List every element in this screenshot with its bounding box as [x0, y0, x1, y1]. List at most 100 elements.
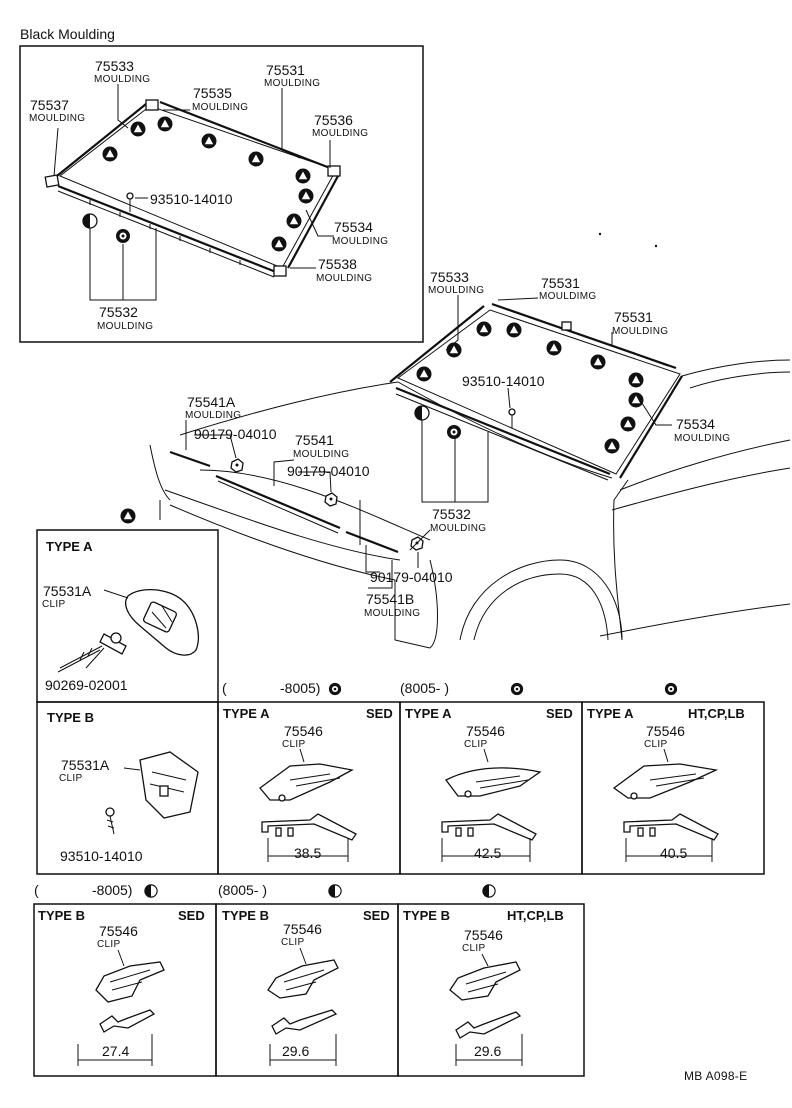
nut-icon — [230, 458, 244, 473]
main-part-label: MOULDING — [293, 449, 349, 460]
row-a-cell: TYPE A SED 75546 CLIP 38.5 — [223, 706, 393, 862]
type-b-part-number: 75531A — [61, 757, 110, 773]
type-a-clip-box: TYPE A 75531A CLIP 90269-02001 — [36, 529, 219, 703]
clip-drawing — [103, 589, 199, 656]
cell-type: TYPE A — [587, 706, 634, 721]
inset-part-label: MOULDING — [29, 113, 85, 124]
clip-marker-icon — [157, 116, 173, 132]
moulding-upper-left — [389, 305, 485, 383]
cell-part-number: 75546 — [99, 923, 138, 939]
inset-part-number: 75535 — [193, 85, 232, 101]
clip-type-a-marker-icon — [328, 682, 342, 696]
inset-part-label: MOULDING — [312, 128, 368, 139]
clip-marker-icon — [102, 146, 118, 162]
row-b-cell: TYPE B SED 75546 CLIP 27.4 — [38, 908, 205, 1066]
inset-moulding-right — [287, 175, 339, 269]
main-part-number: 75541 — [295, 432, 334, 448]
inset-part-number: 75537 — [30, 97, 69, 113]
inset-corner-75535 — [145, 99, 159, 111]
row-a-cell: TYPE A SED 75546 CLIP 42.5 — [405, 706, 573, 862]
type-b-clip-box: TYPE B 75531A CLIP 93510-14010 — [36, 701, 219, 875]
cell-part-label: CLIP — [97, 939, 120, 950]
clip-type-b-marker-icon — [328, 884, 342, 898]
inset-part-label: MOULDING — [316, 273, 372, 284]
cell-part-number: 75546 — [466, 723, 505, 739]
row-a-header-code: -8005) — [280, 680, 320, 696]
moulding-75541 — [215, 474, 341, 530]
cell-part-number: 75546 — [464, 927, 503, 943]
cell-part-number: 75546 — [646, 723, 685, 739]
cell-type: TYPE B — [38, 908, 85, 923]
moulding-top — [491, 302, 677, 370]
main-part-label: MOULDING — [612, 326, 668, 337]
clip-marker-icon — [506, 322, 522, 338]
main-part-number: 75541B — [366, 591, 414, 607]
row-b-cell: TYPE B HT,CP,LB 75546 CLIP 29.6 — [403, 908, 564, 1066]
cell-type: TYPE A — [405, 706, 452, 721]
figure-code: MB A098-E — [684, 1069, 747, 1083]
clip-type-b-marker-icon — [482, 884, 496, 898]
main-part-number: 90179-04010 — [370, 569, 453, 585]
main-part-label: MOULDIMG — [539, 291, 596, 302]
clip-marker-icon — [298, 188, 314, 204]
clip-marker-icon — [271, 236, 287, 252]
cell-variant: SED — [363, 908, 390, 923]
clip-marker-icon — [446, 342, 462, 358]
cell-type: TYPE A — [223, 706, 270, 721]
cell-dimension: 38.5 — [294, 845, 321, 861]
row-a-header-1: ( — [222, 680, 227, 696]
inset-part-number: 75531 — [266, 62, 305, 78]
inset-part-number: 75533 — [95, 58, 134, 74]
inset-corner-75538 — [273, 265, 287, 277]
type-a-part-label: CLIP — [42, 599, 65, 610]
clip-type-b-marker-icon — [144, 884, 158, 898]
main-part-number: 75531 — [541, 275, 580, 291]
cell-part-label: CLIP — [464, 739, 487, 750]
main-part-label: MOULDING — [428, 285, 484, 296]
screw-drawing — [105, 807, 115, 835]
clip-marker-icon — [416, 366, 432, 382]
inset-window-glass — [59, 105, 337, 269]
clip-marker-icon — [604, 438, 620, 454]
type-b-screw-number: 93510-14010 — [60, 848, 143, 864]
screw-drawing — [57, 632, 127, 673]
diagram-title: Black Moulding — [20, 26, 115, 42]
type-a-part-number: 75531A — [43, 583, 92, 599]
inset-part-label: MOULDING — [264, 78, 320, 89]
cell-part-number: 75546 — [283, 921, 322, 937]
row-a-cell: TYPE A HT,CP,LB 75546 CLIP 40.5 — [587, 706, 745, 862]
inset-corner-75536 — [327, 165, 341, 177]
clip-marker-icon — [248, 151, 264, 167]
row-b-header-1: ( — [34, 882, 39, 898]
cell-variant: HT,CP,LB — [688, 706, 745, 721]
row-a-header-2: (8005- ) — [400, 680, 449, 696]
row-b-grid — [33, 903, 585, 1077]
main-part-number: 90179-04010 — [287, 463, 370, 479]
clip-type-a-marker-icon — [664, 682, 678, 696]
cell-dimension: 42.5 — [474, 845, 501, 861]
moulding-bottom — [395, 386, 611, 476]
cell-variant: SED — [546, 706, 573, 721]
inset-part-number: 75532 — [99, 304, 138, 320]
inset-part-label: MOULDING — [97, 321, 153, 332]
clip-marker-icon — [120, 508, 136, 524]
inset-part-number: 93510-14010 — [150, 191, 233, 207]
row-b-header-2: (8005- ) — [218, 882, 267, 898]
inset-moulding-bottom — [57, 184, 277, 274]
inset-part-label: MOULDING — [192, 102, 248, 113]
clip-type-a-marker-icon — [116, 229, 130, 243]
rear-window-glass — [397, 309, 681, 475]
cell-part-number: 75546 — [284, 723, 323, 739]
cell-part-label: CLIP — [644, 739, 667, 750]
inset-part-number: 75538 — [318, 256, 357, 272]
main-part-number: 75532 — [432, 506, 471, 522]
nut-icon — [324, 492, 338, 507]
clip-marker-icon — [590, 354, 606, 370]
main-part-number: 93510-14010 — [462, 373, 545, 389]
type-a-screw-number: 90269-02001 — [45, 677, 128, 693]
main-part-number: 75534 — [676, 416, 715, 432]
inset-screw-icon — [126, 192, 134, 212]
main-screw-icon — [508, 408, 516, 428]
row-b-header-code: -8005) — [92, 882, 132, 898]
clip-marker-icon — [476, 321, 492, 337]
